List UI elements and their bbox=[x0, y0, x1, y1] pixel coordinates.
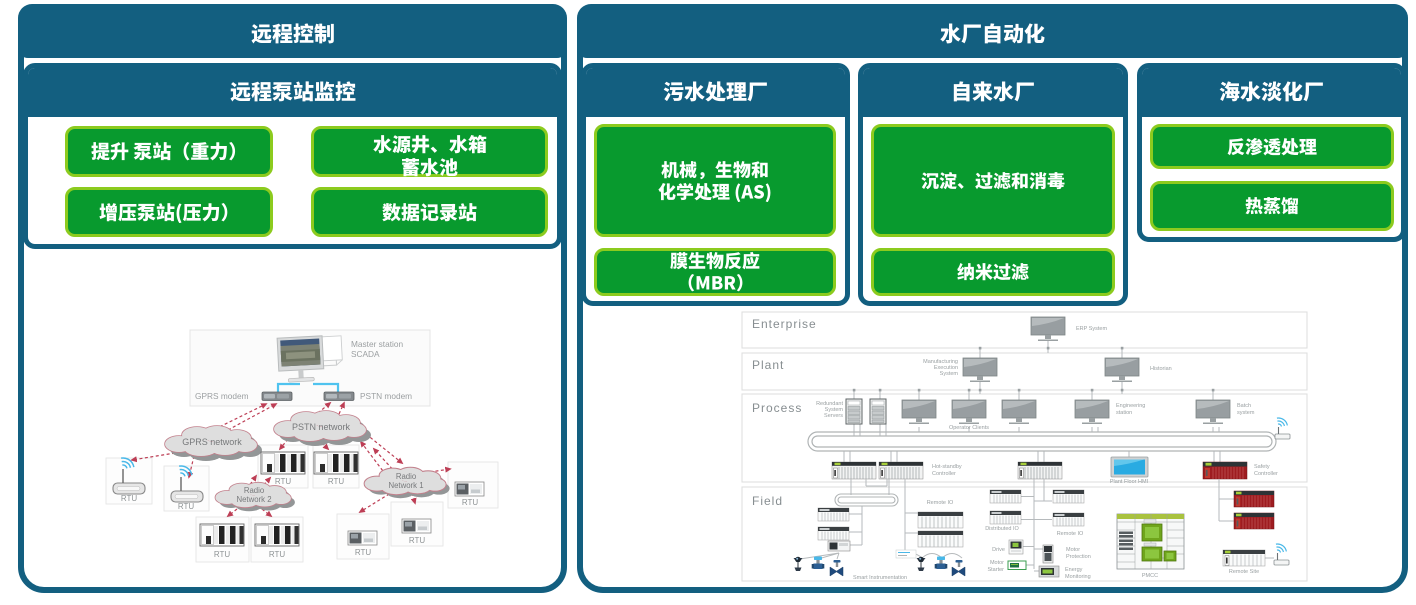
svg-text:Operator Clients: Operator Clients bbox=[949, 425, 989, 431]
svg-text:Manufacturing: Manufacturing bbox=[923, 359, 958, 365]
svg-text:Historian: Historian bbox=[1150, 366, 1172, 372]
svg-text:PSTN network: PSTN network bbox=[292, 422, 351, 432]
svg-text:Starter: Starter bbox=[987, 567, 1004, 573]
svg-text:RTU: RTU bbox=[275, 477, 292, 486]
svg-text:PMCC: PMCC bbox=[1142, 573, 1158, 579]
svg-text:Network 1: Network 1 bbox=[388, 481, 423, 490]
svg-text:RTU: RTU bbox=[121, 494, 138, 503]
svg-text:Plant Floor HMI: Plant Floor HMI bbox=[1110, 479, 1149, 485]
svg-text:Motor: Motor bbox=[1066, 547, 1080, 553]
svg-text:station: station bbox=[1116, 410, 1132, 416]
svg-text:Remote IO: Remote IO bbox=[927, 500, 954, 506]
svg-text:RTU: RTU bbox=[409, 536, 426, 545]
svg-text:RTU: RTU bbox=[178, 502, 195, 511]
svg-text:RTU: RTU bbox=[355, 548, 372, 557]
svg-text:Execution: Execution bbox=[934, 365, 958, 371]
svg-text:RTU: RTU bbox=[328, 477, 345, 486]
svg-text:RTU: RTU bbox=[462, 498, 479, 507]
svg-text:RTU: RTU bbox=[214, 550, 231, 559]
svg-text:Controller: Controller bbox=[1254, 471, 1278, 477]
svg-text:Enterprise: Enterprise bbox=[752, 317, 817, 331]
svg-text:Plant: Plant bbox=[752, 358, 784, 372]
svg-text:System: System bbox=[940, 371, 959, 377]
svg-text:Drive: Drive bbox=[992, 547, 1005, 553]
svg-text:SCADA: SCADA bbox=[351, 349, 380, 359]
svg-text:system: system bbox=[1237, 410, 1255, 416]
svg-text:System: System bbox=[825, 407, 844, 413]
svg-text:ERP System: ERP System bbox=[1076, 326, 1107, 332]
svg-text:Process: Process bbox=[752, 401, 802, 415]
svg-text:Smart Instrumentation: Smart Instrumentation bbox=[853, 575, 907, 581]
svg-text:Monitoring: Monitoring bbox=[1065, 574, 1091, 580]
svg-text:RTU: RTU bbox=[269, 550, 286, 559]
svg-text:Controller: Controller bbox=[932, 471, 956, 477]
svg-text:Protection: Protection bbox=[1066, 554, 1091, 560]
svg-text:Distributed IO: Distributed IO bbox=[985, 526, 1019, 532]
svg-text:Radio: Radio bbox=[244, 486, 265, 495]
svg-text:GPRS modem: GPRS modem bbox=[195, 391, 249, 401]
svg-text:Servers: Servers bbox=[824, 413, 843, 419]
svg-text:Batch: Batch bbox=[1237, 403, 1251, 409]
svg-text:Motor: Motor bbox=[990, 560, 1004, 566]
svg-text:Engineering: Engineering bbox=[1116, 403, 1145, 409]
svg-text:Field: Field bbox=[752, 494, 783, 508]
svg-text:Energy: Energy bbox=[1065, 567, 1083, 573]
svg-text:PSTN modem: PSTN modem bbox=[360, 391, 412, 401]
svg-text:Redundant: Redundant bbox=[816, 401, 843, 407]
svg-text:GPRS network: GPRS network bbox=[182, 437, 242, 447]
svg-text:Master station: Master station bbox=[351, 339, 403, 349]
svg-text:Remote Site: Remote Site bbox=[1229, 569, 1259, 575]
svg-text:Network 2: Network 2 bbox=[236, 495, 271, 504]
svg-text:Safety: Safety bbox=[1254, 464, 1270, 470]
svg-text:Remote IO: Remote IO bbox=[1057, 531, 1084, 537]
svg-text:Radio: Radio bbox=[396, 472, 417, 481]
svg-text:Hot-standby: Hot-standby bbox=[932, 464, 962, 470]
